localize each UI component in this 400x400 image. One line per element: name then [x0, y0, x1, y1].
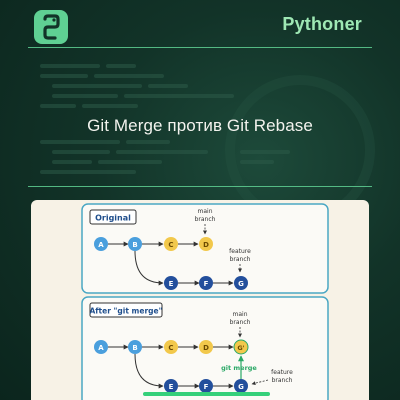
commit-node: [234, 379, 248, 393]
commit-label: D: [203, 241, 209, 249]
python-snake-icon: [34, 10, 68, 44]
main-branch-label-line1: main: [198, 208, 213, 215]
commit-node: [199, 379, 213, 393]
commit-label: A: [98, 241, 104, 249]
feature-branch-label-line2: branch: [272, 377, 293, 384]
commit-label: B: [132, 241, 137, 249]
edge-b-e: [134, 353, 164, 389]
merge-annotation: git merge: [221, 364, 257, 372]
brand-wordmark: Pythoner: [282, 14, 362, 34]
original-label: Original: [95, 214, 131, 223]
commit-label: A: [98, 344, 104, 352]
commit-node: [199, 276, 213, 290]
feature-branch-pointer: [251, 379, 269, 386]
commit-node: [234, 276, 248, 290]
commit-label: B: [132, 344, 137, 352]
commit-node: [128, 340, 142, 354]
commit-label: G': [237, 344, 244, 352]
main-branch-label-line2: branch: [230, 319, 251, 326]
commit-node: [128, 237, 142, 251]
commit-node: [199, 340, 213, 354]
merge-diagram: After "git merge" main branch feature br…: [81, 296, 329, 400]
merge-commit-node: [233, 339, 249, 355]
commit-node: [94, 340, 108, 354]
commit-node: [164, 237, 178, 251]
page-title: Git Merge против Git Rebase: [87, 116, 313, 135]
middle-divider: [28, 186, 372, 187]
commit-node: [164, 340, 178, 354]
merge-label: After "git merge": [89, 307, 162, 316]
original-diagram: Original main branch feature branch A B …: [81, 203, 329, 294]
feature-branch-label-line2: branch: [230, 256, 251, 263]
commit-label: C: [168, 344, 173, 352]
main-branch-label-line2: branch: [195, 216, 216, 223]
commit-label: F: [204, 280, 209, 288]
top-divider: [28, 47, 372, 48]
feature-branch-label-line1: feature: [271, 369, 293, 376]
commit-label: G: [238, 280, 244, 288]
commit-node: [164, 379, 178, 393]
edge-b-e: [134, 250, 164, 286]
feature-branch-label-line1: feature: [229, 248, 251, 255]
commit-node: [164, 276, 178, 290]
commit-label: E: [169, 280, 174, 288]
commit-label: F: [204, 383, 209, 391]
commit-label: G: [238, 383, 244, 391]
merge-highlight-bar: [143, 392, 270, 396]
main-branch-label-line1: main: [233, 311, 248, 318]
commit-label: C: [168, 241, 173, 249]
merge-label-box: [89, 302, 163, 318]
original-label-box: [89, 209, 137, 225]
commit-node: [94, 237, 108, 251]
commit-label: E: [169, 383, 174, 391]
commit-node: [199, 237, 213, 251]
commit-label: D: [203, 344, 209, 352]
